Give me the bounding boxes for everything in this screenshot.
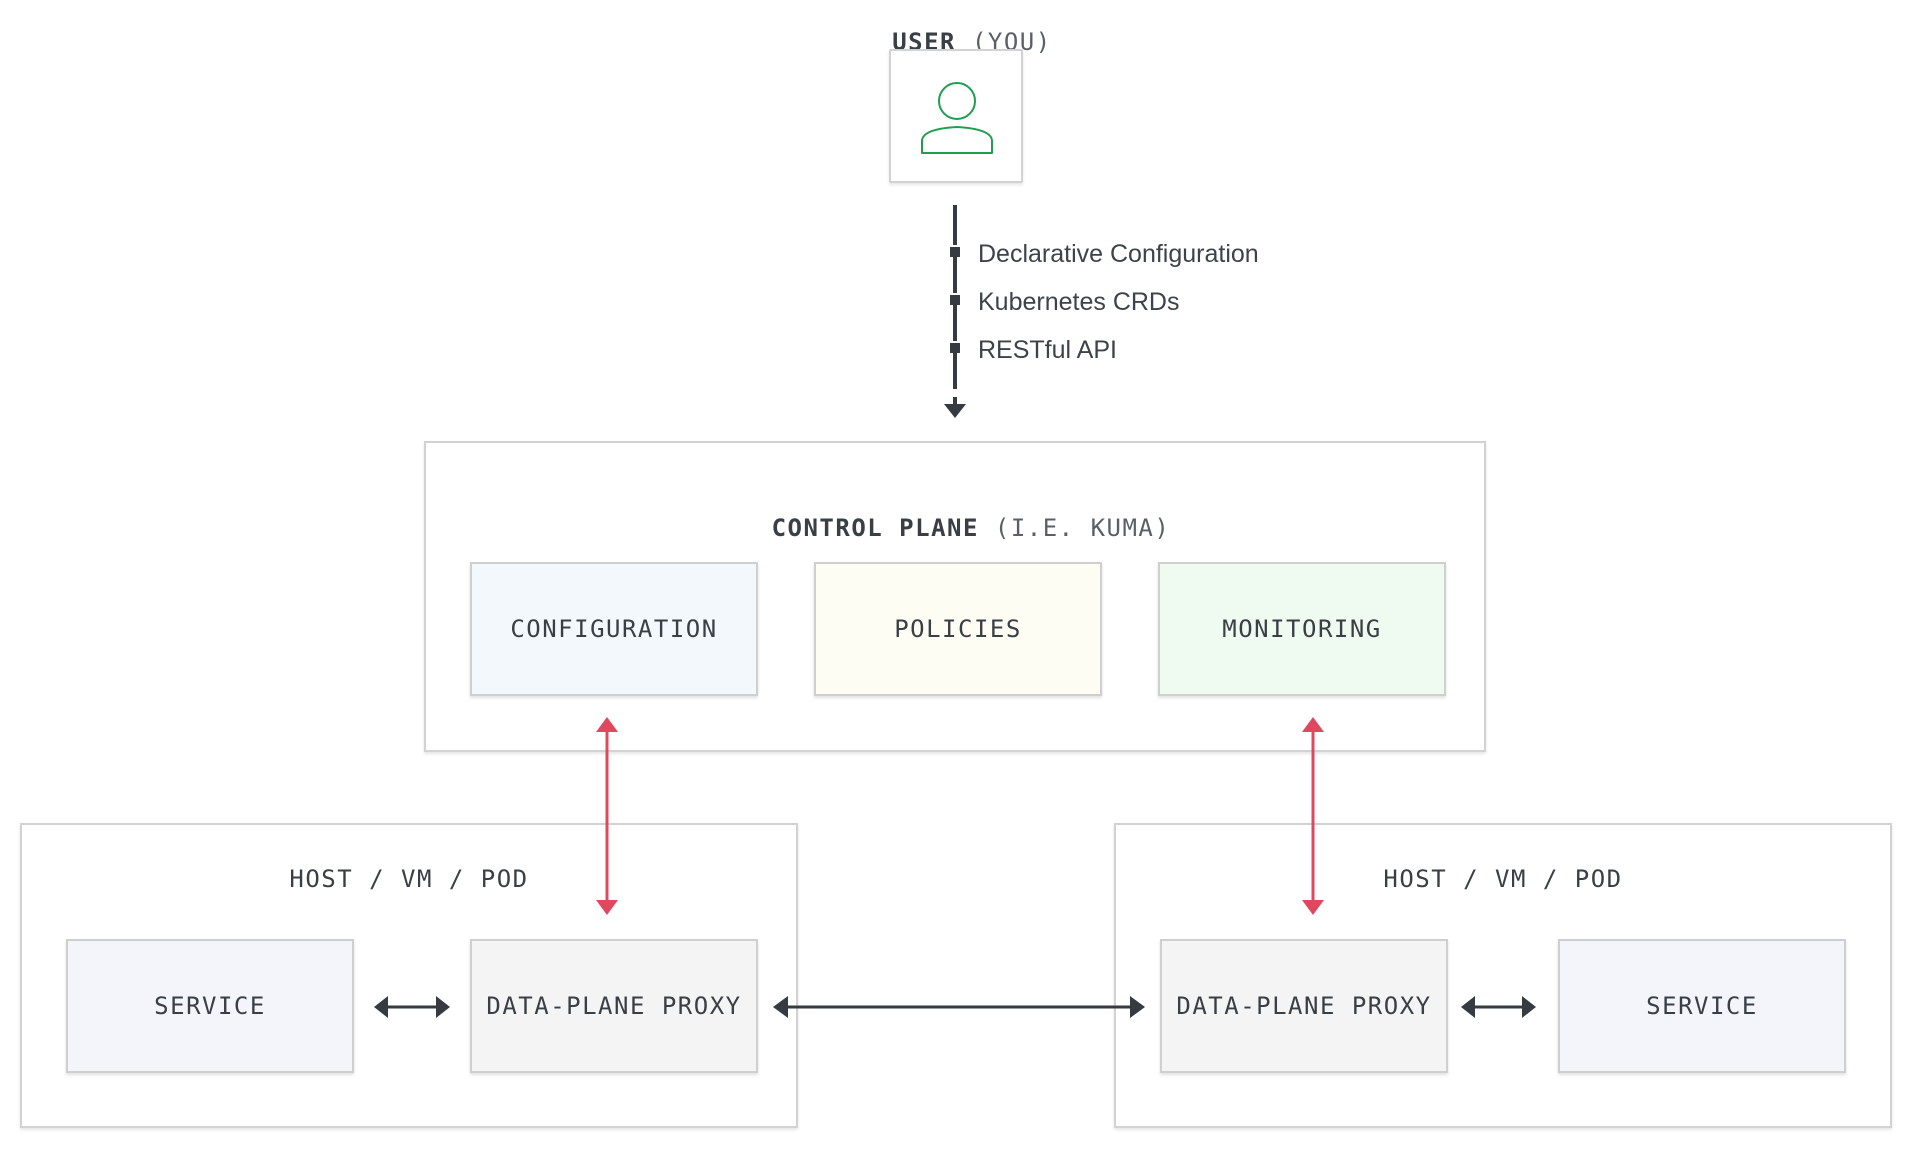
control-plane-title-main: CONTROL PLANE (771, 514, 979, 542)
service-proxy-link-right (1461, 996, 1536, 1018)
configuration-module-label: CONFIGURATION (510, 615, 718, 643)
control-plane-title: CONTROL PLANE (I.E. KUMA) (655, 486, 1255, 542)
proxy-label-left: DATA-PLANE PROXY (486, 992, 742, 1020)
user-card (889, 49, 1023, 183)
service-box-right: SERVICE (1558, 939, 1846, 1073)
user-icon (921, 82, 993, 154)
service-label-right: SERVICE (1646, 992, 1758, 1020)
control-plane-title-sub: (I.E. KUMA) (994, 514, 1171, 542)
restful-api-label: RESTful API (978, 336, 1117, 364)
control-link-left (596, 717, 618, 915)
proxy-to-proxy-link (773, 996, 1145, 1018)
interface-bullet (950, 343, 960, 353)
kubernetes-crds-label: Kubernetes CRDs (978, 288, 1180, 316)
policies-module: POLICIES (814, 562, 1102, 696)
host-title-right: HOST / VM / POD (1383, 865, 1623, 893)
configuration-module: CONFIGURATION (470, 562, 758, 696)
monitoring-module-label: MONITORING (1222, 615, 1382, 643)
host-title-left: HOST / VM / POD (289, 865, 529, 893)
service-proxy-link-left (374, 996, 450, 1018)
interface-bullet (950, 247, 960, 257)
proxy-box-right: DATA-PLANE PROXY (1160, 939, 1448, 1073)
interface-bullet (950, 295, 960, 305)
control-link-right (1302, 717, 1324, 915)
user-to-control-plane-arrow (944, 205, 966, 418)
declarative-configuration-label: Declarative Configuration (978, 240, 1259, 268)
service-label-left: SERVICE (154, 992, 266, 1020)
monitoring-module: MONITORING (1158, 562, 1446, 696)
service-box-left: SERVICE (66, 939, 354, 1073)
proxy-box-left: DATA-PLANE PROXY (470, 939, 758, 1073)
proxy-label-right: DATA-PLANE PROXY (1176, 992, 1432, 1020)
policies-module-label: POLICIES (894, 615, 1022, 643)
